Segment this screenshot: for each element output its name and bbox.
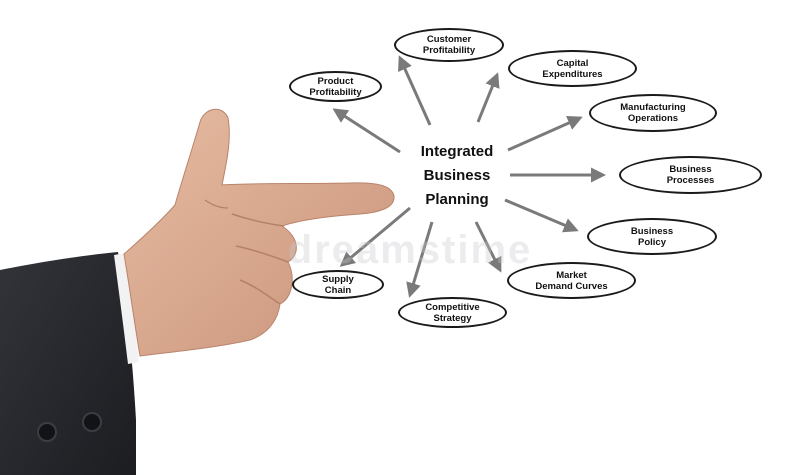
hand: [123, 108, 395, 357]
arrow-customer-profitability: [398, 55, 432, 126]
arrow-product-profitability: [332, 108, 401, 154]
center-title-line: Planning: [425, 191, 489, 208]
center-title: Integrated Business Planning: [392, 140, 522, 212]
sleeve-button-icon: [82, 412, 102, 432]
arrow-manufacturing-operations: [507, 116, 583, 152]
center-title-line: Integrated: [420, 143, 494, 160]
node-manufacturing-operations: Manufacturing Operations: [589, 94, 717, 132]
node-competitive-strategy: Competitive Strategy: [398, 297, 507, 328]
suit-sleeve: [0, 252, 136, 475]
node-supply-chain: Supply Chain: [292, 270, 384, 299]
node-customer-profitability: Customer Profitability: [394, 28, 504, 62]
node-business-policy: Business Policy: [587, 218, 717, 255]
arrows: [332, 55, 606, 298]
node-market-demand-curves: Market Demand Curves: [507, 262, 636, 299]
node-capital-expenditures: Capital Expenditures: [508, 50, 637, 87]
shirt-cuff: [114, 253, 139, 364]
arrow-business-policy: [504, 198, 579, 233]
arrow-capital-expenditures: [476, 72, 500, 123]
node-product-profitability: Product Profitability: [289, 71, 382, 102]
arrow-market-demand-curves: [474, 221, 502, 273]
arrow-competitive-strategy: [406, 221, 434, 298]
arrow-supply-chain: [339, 206, 411, 267]
center-title-line: Business: [423, 167, 491, 184]
node-business-processes: Business Processes: [619, 156, 762, 194]
sleeve-button-icon: [37, 422, 57, 442]
